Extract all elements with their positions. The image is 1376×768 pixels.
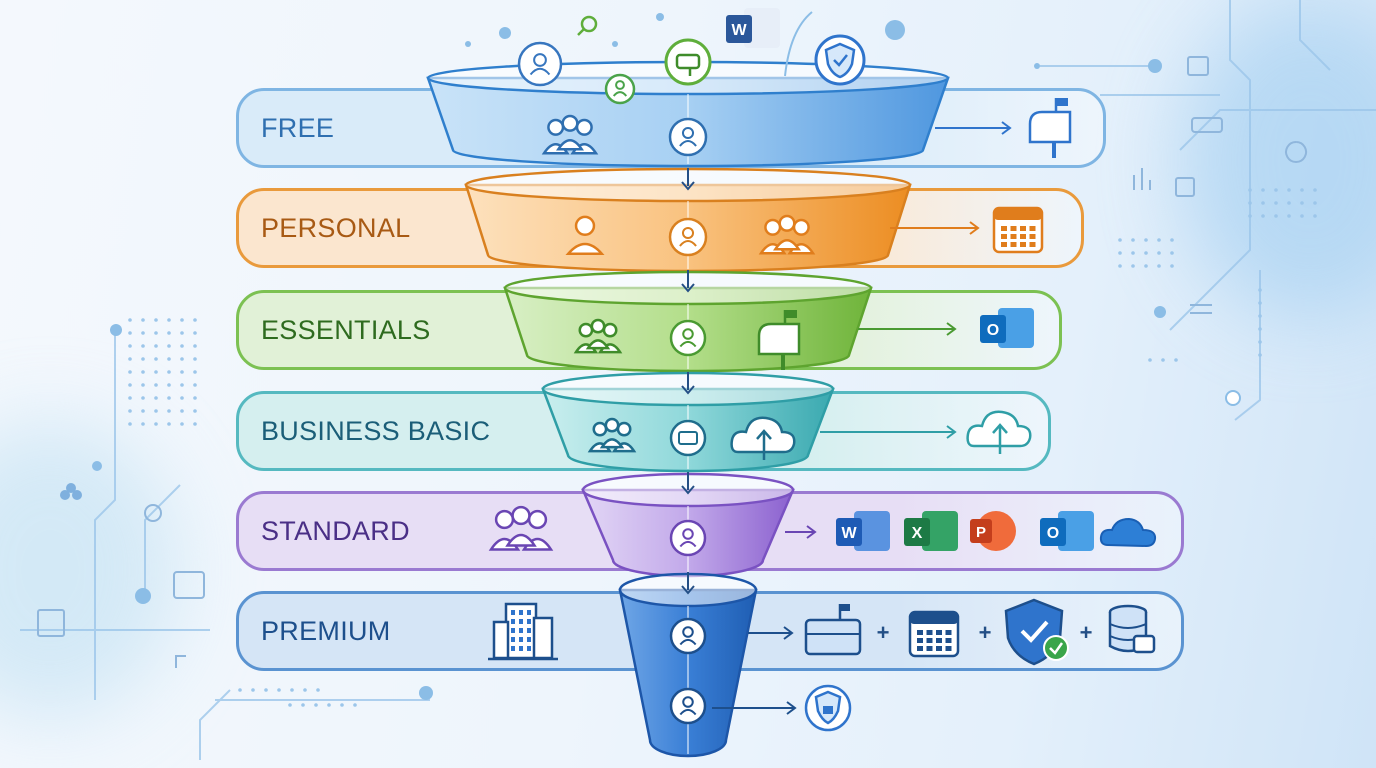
users-icon [758, 214, 816, 255]
arrow-essentials [858, 322, 957, 336]
shield-check-icon [814, 34, 866, 86]
arrow-business-basic [820, 425, 957, 439]
svg-text:W: W [731, 22, 747, 39]
building-icon [488, 602, 558, 661]
arrow-free [935, 121, 1012, 135]
user-circle-icon [517, 41, 563, 87]
arrow-premium [748, 626, 794, 640]
arrow-standard [785, 525, 817, 539]
shield-check-icon [1004, 598, 1069, 666]
excel-icon: X [904, 511, 958, 551]
outlook-icon: O [980, 308, 1034, 348]
powerpoint-icon: P [970, 511, 1016, 551]
users-circle-icon [669, 519, 707, 557]
tier-label-personal: PERSONAL [261, 212, 411, 243]
tier-label-business-basic: BUSINESS BASIC [261, 415, 491, 446]
users-circle-icon [669, 319, 707, 357]
arrow-personal [890, 221, 980, 235]
shield-lock-icon [804, 684, 852, 732]
svg-text:O: O [1047, 525, 1059, 542]
svg-text:W: W [841, 525, 857, 542]
arrow-bottom [712, 701, 797, 715]
cloud-upload-icon [730, 416, 796, 460]
users-icon [573, 318, 623, 354]
outlook-icon: O [1040, 511, 1094, 551]
user-circle-icon [668, 117, 708, 157]
tier-label-free: FREE [261, 112, 335, 143]
tier-label-standard: STANDARD [261, 515, 410, 546]
svg-text:P: P [976, 524, 986, 541]
calendar-icon [992, 206, 1044, 254]
business-users-icon [587, 417, 637, 453]
tier-label-essentials: ESSENTIALS [261, 314, 431, 345]
calendar-icon [908, 610, 960, 658]
mailbox-icon [757, 310, 801, 370]
onedrive-icon [1099, 517, 1157, 548]
users-icon [541, 114, 599, 155]
users-icon [488, 505, 554, 551]
mailbox-icon [1028, 98, 1072, 158]
user-circle-icon [669, 687, 707, 725]
tier-label-premium: PREMIUM [261, 615, 391, 646]
user-icon [565, 215, 605, 256]
plus-sign: + [979, 620, 992, 645]
plus-sign: + [877, 620, 890, 645]
mailbox-icon [664, 38, 712, 86]
search-icon [577, 15, 598, 36]
svg-text:X: X [912, 525, 923, 542]
cloud-upload-icon [966, 410, 1032, 454]
plus-sign: + [1080, 620, 1093, 645]
user-circle-icon [604, 73, 636, 105]
user-circle-icon [668, 217, 708, 257]
briefcase-icon [804, 604, 862, 656]
database-lock-icon [1108, 604, 1156, 654]
briefcase-icon [669, 419, 707, 457]
funnel-segment-premium [618, 572, 758, 758]
word-icon: W [836, 511, 890, 551]
user-circle-icon [669, 617, 707, 655]
svg-text:O: O [987, 322, 999, 339]
word-icon: W [726, 8, 780, 48]
